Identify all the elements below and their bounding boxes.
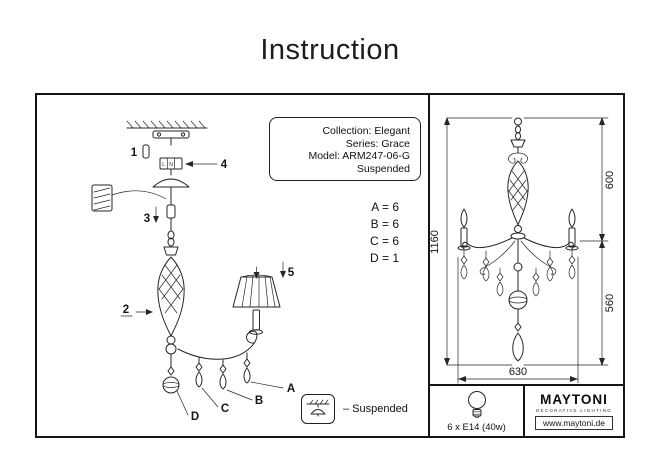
suspended-mount-icon [301, 394, 335, 424]
part-number-4: 4 [221, 159, 228, 171]
part-letter-d: D [191, 411, 199, 423]
twisted-glass-body [157, 246, 185, 355]
footer-divider [523, 386, 525, 436]
ceiling-hatch [126, 120, 208, 146]
part-number-5: 5 [288, 267, 295, 279]
part-letter-a: A [287, 383, 295, 395]
terminal-l-label: L [162, 162, 165, 168]
parts-count-list: A = 6 B = 6 C = 6 D = 1 [319, 199, 399, 267]
part-number-2: 2 [123, 304, 129, 316]
info-model: Model: ARM247-06-G [308, 150, 410, 162]
brand-section: MAYTONI DECORATIVE LIGHTING www.maytoni.… [525, 386, 623, 436]
screw-detail-inset [91, 184, 167, 212]
crystal-leader-lines [176, 381, 284, 416]
suspended-legend-label: – Suspended [343, 403, 408, 415]
dimension-upper-height: 600 [604, 171, 616, 189]
count-d: D = 1 [369, 251, 399, 265]
count-c: C = 6 [369, 234, 399, 248]
count-a: A = 6 [371, 200, 399, 214]
vertical-divider [428, 95, 430, 436]
mount-standoff-part [142, 144, 150, 159]
info-type: Suspended [356, 162, 410, 175]
callout-2-arrow [120, 309, 153, 317]
page-title: Instruction [260, 34, 400, 66]
info-collection: Collection: Elegant [322, 125, 410, 137]
brand-name: MAYTONI [540, 392, 608, 407]
chandelier-front-view [457, 117, 579, 362]
part-number-3: 3 [144, 213, 150, 225]
dimension-width: 630 [509, 366, 527, 378]
bulb-spec-label: 6 x E14 (40w) [447, 421, 506, 433]
lampshade [232, 266, 281, 308]
bulb-icon [467, 390, 486, 418]
product-info-box: Collection: Elegant Series: Grace Model:… [269, 117, 421, 181]
diagram-frame: 1 L N 4 [35, 93, 625, 438]
dimension-diagram: 1160 600 560 630 [430, 117, 616, 384]
horizontal-divider [430, 384, 623, 386]
brand-tagline: DECORATIVE LIGHTING [535, 408, 613, 413]
suspended-legend: – Suspended [301, 394, 408, 424]
crystal-drops [162, 352, 251, 394]
hanging-rod [166, 186, 176, 247]
count-b: B = 6 [370, 217, 399, 231]
dimension-lower-height: 560 [604, 294, 616, 312]
assembly-exploded-diagram: 1 L N 4 [91, 120, 295, 423]
callout-3-arrow [153, 206, 159, 223]
part-number-1: 1 [131, 147, 138, 159]
dimension-overall-height: 1160 [430, 230, 441, 254]
bulb-spec-section: 6 x E14 (40w) [430, 386, 523, 436]
part-letter-c: C [221, 403, 229, 415]
brand-website: www.maytoni.de [535, 416, 613, 430]
dimension-lines [444, 117, 609, 384]
canopy [152, 168, 190, 188]
info-series: Series: Grace [345, 137, 410, 150]
callout-5-arrow [280, 261, 286, 278]
chandelier-arm [177, 309, 263, 360]
part-letter-b: B [255, 395, 263, 407]
callout-4-arrow [185, 161, 218, 167]
terminal-n-label: N [169, 162, 173, 168]
